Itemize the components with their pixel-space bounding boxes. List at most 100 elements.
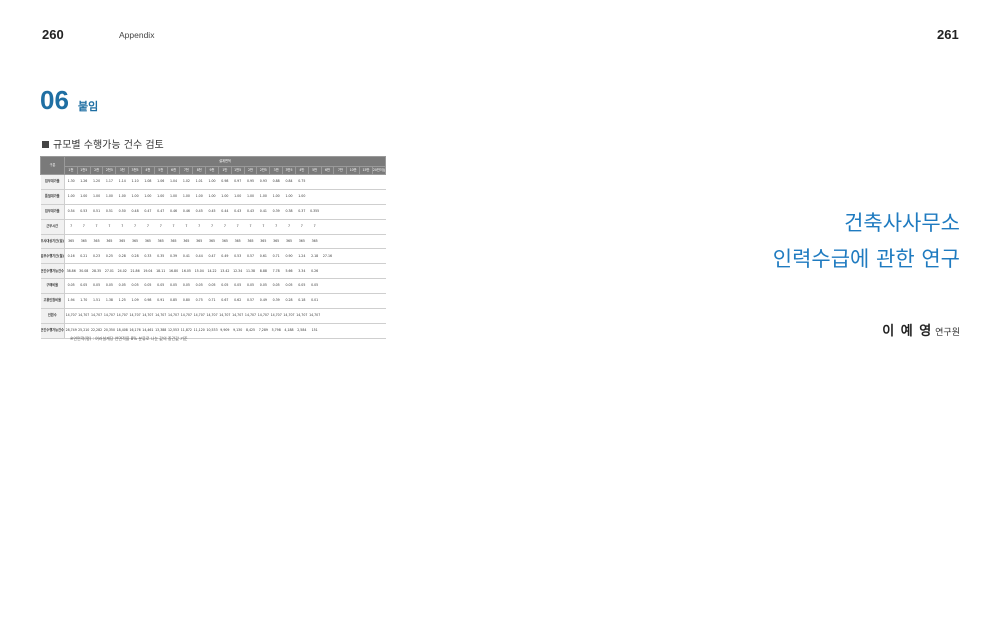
table-cell: 0.54: [64, 204, 78, 220]
table-cell: 14,707: [77, 308, 91, 324]
author-role: 연구원: [935, 328, 960, 338]
table-cell: 365: [256, 234, 270, 250]
table-cell: 20,350: [102, 323, 116, 339]
table-cell: 7: [179, 219, 193, 235]
table-cell: 16,176: [128, 323, 142, 339]
table-cell: 2,584: [295, 323, 309, 339]
table-cell: 0.90: [282, 248, 296, 265]
running-head: Appendix: [119, 30, 155, 40]
table-cell: [346, 174, 360, 190]
table-cell: [359, 234, 373, 250]
table-cell: 0.05: [231, 278, 245, 295]
table-cell: 0.49: [218, 248, 232, 265]
table-column-header: 5천: [153, 166, 168, 175]
table-cell: [346, 234, 360, 250]
table-cell: 365: [269, 234, 283, 250]
table-cell: 0.57: [244, 293, 257, 310]
table-cell: [359, 204, 373, 220]
table-cell: 7: [256, 219, 270, 235]
table-cell: 365: [167, 234, 180, 250]
table-cell: 0.98: [141, 293, 155, 310]
table-cell: [321, 263, 334, 280]
table-cell: 12,553: [167, 323, 180, 339]
table-cell: 0.39: [167, 248, 180, 265]
table-cell: 0.26: [308, 263, 322, 280]
table-cell: 14,707: [179, 308, 193, 324]
table-cell: 365: [205, 234, 219, 250]
table-cell: 0.44: [218, 204, 232, 220]
table-cell: 0.43: [231, 204, 245, 220]
table-row-header: 연간수행가능건수: [40, 323, 65, 339]
table-cell: 1.02: [179, 174, 193, 190]
table-cell: [346, 323, 360, 339]
table-cell: 365: [102, 234, 116, 250]
table-column-header: 8천: [192, 166, 207, 175]
table-cell: 12.34: [231, 263, 245, 280]
table-cell: 365: [90, 234, 103, 250]
table-cell: 3.34: [295, 263, 309, 280]
table-cell: 10,533: [205, 323, 219, 339]
table-cell: 0.05: [102, 278, 116, 295]
table-cell: 1.06: [154, 174, 168, 190]
table-cell: 16.80: [167, 263, 180, 280]
table-cell: 14,707: [115, 308, 129, 324]
right-page-number: 261: [937, 27, 959, 42]
table-cell: [333, 234, 347, 250]
table-cell: 1.00: [205, 189, 219, 205]
table-cell: 0.355: [308, 204, 322, 220]
table-cell: 1.00: [115, 189, 129, 205]
table-cell: 0.05: [308, 278, 322, 295]
table-cell: 27.01: [102, 263, 116, 280]
table-cell: 365: [244, 234, 257, 250]
table-cell: [346, 219, 360, 235]
table-cell: 1.00: [269, 189, 283, 205]
table-cell: 5,798: [269, 323, 283, 339]
table-cell: [321, 323, 334, 339]
table-cell: [372, 174, 386, 190]
left-page-number: 260: [42, 27, 64, 42]
table-cell: 1.00: [282, 189, 296, 205]
table-cell: 0.41: [256, 204, 270, 220]
table-cell: 1.00: [102, 189, 116, 205]
table-cell: [359, 189, 373, 205]
table-cell: 0.84: [282, 174, 296, 190]
table-caption-text: 규모별 수행가능 건수 검토: [53, 140, 164, 151]
table-cell: [333, 278, 347, 295]
table-cell: 18,408: [115, 323, 129, 339]
table-cell: 365: [77, 234, 91, 250]
table-cell: 365: [115, 234, 129, 250]
table-cell: 1.00: [77, 189, 91, 205]
table-cell: 1.26: [77, 174, 91, 190]
table-cell: [321, 174, 334, 190]
table-cell: 0.28: [282, 293, 296, 310]
table-cell: 16.05: [179, 263, 193, 280]
table-cell: 19.04: [141, 263, 155, 280]
table-cell: 0.46: [167, 204, 180, 220]
table-cell: 14.22: [205, 263, 219, 280]
table-column-header: 2만5: [256, 166, 271, 175]
table-cell: 0.97: [231, 174, 245, 190]
table-cell: 27.16: [321, 248, 334, 265]
table-cell: 365: [231, 234, 245, 250]
table-cell: 365: [154, 234, 168, 250]
table-cell: 1.00: [295, 189, 309, 205]
table-cell: [333, 219, 347, 235]
table-row-header: 조사대상기간(일): [40, 234, 65, 250]
table-cell: 1.38: [102, 293, 116, 310]
table-cell: [333, 204, 347, 220]
table-cell: 0.95: [244, 174, 257, 190]
table-cell: 0.48: [128, 204, 142, 220]
table-cell: 0.45: [205, 204, 219, 220]
table-cell: 14,707: [231, 308, 245, 324]
table-cell: 21.86: [128, 263, 142, 280]
table-cell: 0.05: [90, 278, 103, 295]
table-footnote: ※연면적(평) : 여러설계당 연면적을 8% 분류로 나눈 값의 중간값 기준: [70, 336, 188, 341]
table-cell: 0.47: [141, 204, 155, 220]
table-column-header: 2천5: [102, 166, 117, 175]
table-cell: 9,130: [231, 323, 245, 339]
table-column-header: 6만: [320, 166, 335, 175]
table-cell: [372, 308, 386, 324]
